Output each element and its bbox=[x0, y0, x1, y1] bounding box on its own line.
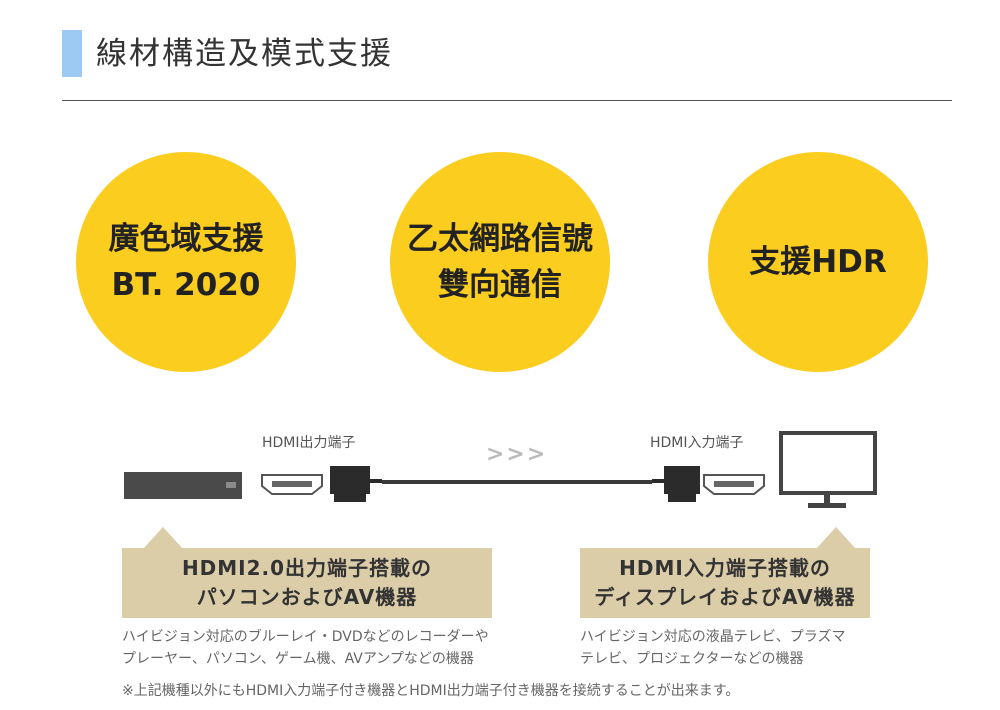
feature-circle-ethernet: 乙太網路信號 雙向通信 bbox=[390, 152, 610, 372]
panel-pointer bbox=[816, 527, 856, 549]
footnote: ※上記機種以外にもHDMI入力端子付き機器とHDMI出力端子付き機器を接続するこ… bbox=[122, 683, 740, 699]
output-port-label: HDMI出力端子 bbox=[262, 435, 356, 451]
description-line: ハイビジョン対応の液晶テレビ、プラズマ bbox=[580, 629, 846, 645]
feature-line: 乙太網路信號 bbox=[407, 221, 593, 257]
panel-pointer bbox=[143, 527, 183, 549]
feature-line: BT. 2020 bbox=[111, 267, 261, 303]
description-line: ハイビジョン対応のブルーレイ・DVDなどのレコーダーや bbox=[122, 629, 489, 645]
display-device-panel: HDMI入力端子搭載の ディスプレイおよびAV機器 bbox=[580, 548, 870, 618]
hdmi-port-icon bbox=[703, 474, 765, 495]
hdmi-plug-left-icon bbox=[330, 466, 382, 502]
source-device-panel: HDMI2.0出力端子搭載の パソコンおよびAV機器 bbox=[122, 548, 492, 618]
description-line: プレーヤー、パソコン、ゲーム機、AVアンプなどの機器 bbox=[122, 651, 474, 667]
display-device-description: ハイビジョン対応の液晶テレビ、プラズマ テレビ、プロジェクターなどの機器 bbox=[580, 626, 845, 670]
player-device-icon bbox=[124, 472, 242, 499]
feature-line: 支援HDR bbox=[749, 244, 887, 280]
panel-line: HDMI入力端子搭載の bbox=[619, 556, 831, 580]
description-line: テレビ、プロジェクターなどの機器 bbox=[580, 651, 804, 667]
header-divider bbox=[62, 100, 952, 101]
hdmi-cable bbox=[382, 480, 652, 484]
hdmi-port-icon bbox=[261, 474, 323, 495]
feature-line: 廣色域支援 bbox=[108, 221, 264, 257]
feature-line: 雙向通信 bbox=[438, 267, 562, 303]
page-title: 線材構造及模式支援 bbox=[96, 36, 393, 72]
panel-line: HDMI2.0出力端子搭載の bbox=[181, 556, 433, 580]
input-port-label: HDMI入力端子 bbox=[650, 435, 744, 451]
feature-circle-hdr: 支援HDR bbox=[708, 152, 928, 372]
monitor-icon bbox=[779, 431, 877, 508]
source-device-description: ハイビジョン対応のブルーレイ・DVDなどのレコーダーや プレーヤー、パソコン、ゲ… bbox=[122, 626, 489, 670]
panel-line: パソコンおよびAV機器 bbox=[196, 585, 418, 609]
direction-arrows: >>> bbox=[486, 442, 548, 467]
header-accent-bar bbox=[62, 30, 82, 77]
feature-circle-color-gamut: 廣色域支援 BT. 2020 bbox=[76, 152, 296, 372]
panel-line: ディスプレイおよびAV機器 bbox=[594, 585, 856, 609]
hdmi-plug-right-icon bbox=[652, 466, 700, 502]
